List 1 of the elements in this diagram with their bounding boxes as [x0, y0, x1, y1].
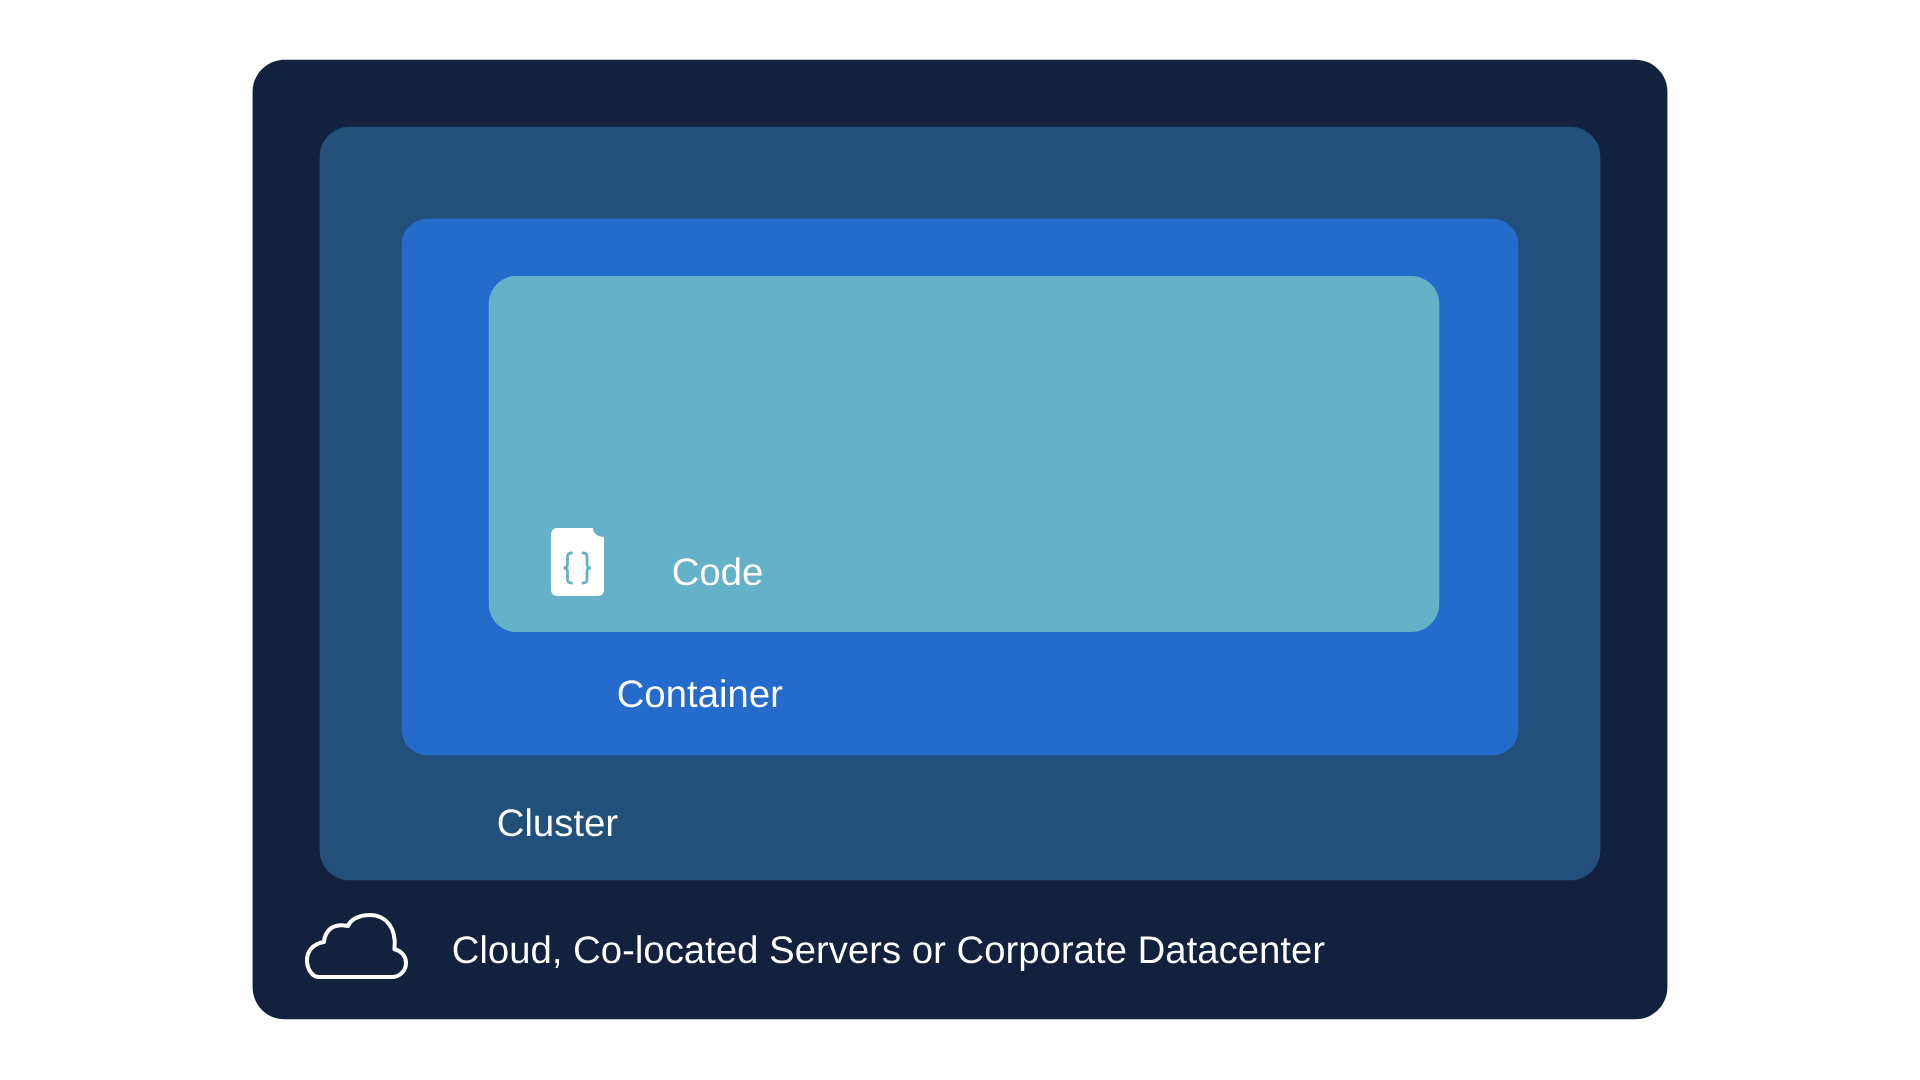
layer-box: Code	[488, 275, 1440, 633]
